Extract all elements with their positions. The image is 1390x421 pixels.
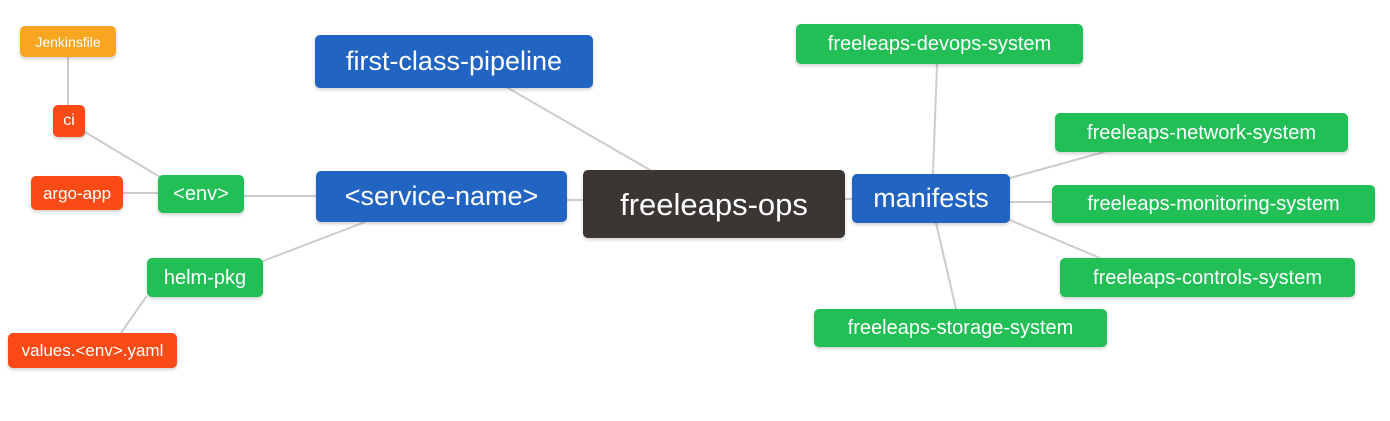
- node-first-class-pipeline[interactable]: first-class-pipeline: [315, 35, 593, 88]
- node-ci[interactable]: ci: [53, 105, 85, 137]
- node-helm-pkg[interactable]: helm-pkg: [147, 258, 263, 297]
- node-freeleaps-ops-root[interactable]: freeleaps-ops: [583, 170, 845, 238]
- node-service-name[interactable]: <service-name>: [316, 171, 567, 222]
- node-freeleaps-storage-system[interactable]: freeleaps-storage-system: [814, 309, 1107, 347]
- node-freeleaps-controls-system[interactable]: freeleaps-controls-system: [1060, 258, 1355, 297]
- edge-ci-env: [84, 131, 161, 178]
- edge-service-name-helm-pkg: [262, 221, 366, 262]
- edge-manifests-storage: [935, 222, 957, 310]
- edge-manifests-controls: [1009, 219, 1101, 259]
- node-env[interactable]: <env>: [158, 175, 244, 213]
- node-jenkinsfile[interactable]: Jenkinsfile: [20, 26, 116, 57]
- node-freeleaps-network-system[interactable]: freeleaps-network-system: [1055, 113, 1348, 152]
- edge-manifests-devops: [932, 63, 938, 175]
- node-manifests[interactable]: manifests: [852, 174, 1010, 223]
- node-freeleaps-devops-system[interactable]: freeleaps-devops-system: [796, 24, 1083, 64]
- node-argo-app[interactable]: argo-app: [31, 176, 123, 210]
- edge-pipeline-ops: [507, 87, 651, 171]
- edge-manifests-network: [1009, 151, 1105, 179]
- node-values-env-yaml[interactable]: values.<env>.yaml: [8, 333, 177, 368]
- edge-helm-pkg-values-yaml: [120, 296, 147, 334]
- node-freeleaps-monitoring-system[interactable]: freeleaps-monitoring-system: [1052, 185, 1375, 223]
